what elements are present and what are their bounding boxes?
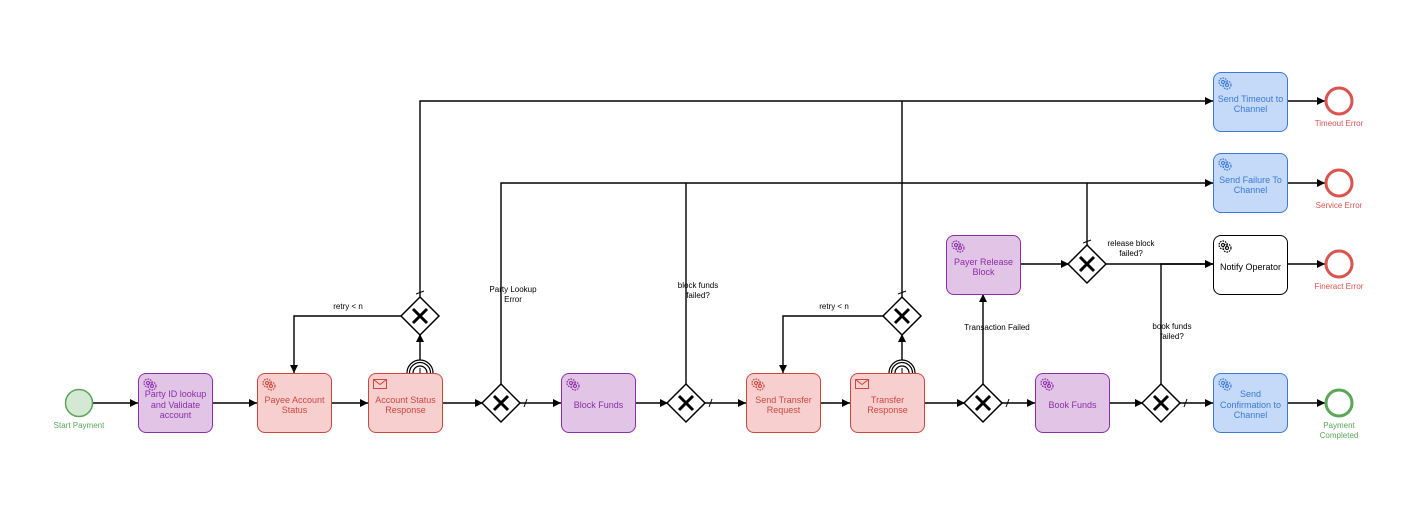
task-label: Payee Account Status (264, 394, 325, 416)
start-event-label: Start Payment (53, 421, 105, 430)
exclusive-gateway-block-funds[interactable] (665, 382, 707, 424)
task-book-funds[interactable]: Book Funds (1035, 373, 1110, 433)
task-account-status-response[interactable]: Account Status Response (368, 373, 443, 433)
flow-label-book-funds-failed: book funds failed? (1152, 322, 1192, 341)
default-marker (523, 398, 528, 408)
default-marker (897, 290, 907, 295)
events (64, 86, 1354, 418)
gateways (399, 243, 1182, 424)
task-label: Send Failure To Channel (1219, 174, 1282, 196)
task-send-confirmation-to-channel[interactable]: Send Confirmation to Channel (1213, 373, 1288, 433)
flow-retry2-to-send-transfer (779, 315, 883, 373)
envelope-icon (373, 379, 387, 389)
service-error-label: Service Error (1315, 201, 1363, 210)
task-send-timeout-to-channel[interactable]: Send Timeout to Channel (1213, 72, 1288, 132)
flow-label-party-lookup-error: Party Lookup Error (489, 285, 537, 304)
gears-icon (1040, 378, 1054, 391)
task-label: Send Confirmation to Channel (1219, 389, 1282, 421)
gears-icon (1218, 77, 1232, 90)
gears-icon (951, 240, 965, 253)
task-label: Notify Operator (1219, 261, 1282, 272)
boundary-timers (406, 359, 916, 387)
timeout-error-label: Timeout Error (1314, 119, 1364, 128)
gears-icon (262, 378, 276, 391)
task-send-transfer-request[interactable]: Send Transfer Request (746, 373, 821, 433)
task-payee-account-status[interactable]: Payee Account Status (257, 373, 332, 433)
task-payer-release-block[interactable]: Payer Release Block (946, 235, 1021, 295)
task-label: Payer Release Block (953, 256, 1014, 278)
flow-retry1-to-send-timeout (419, 97, 1213, 297)
end-event-payment-completed[interactable] (1324, 388, 1354, 418)
task-label: Party ID lookup and Validate account (144, 389, 207, 421)
flow-label-block-funds-failed: block funds failed? (677, 281, 719, 300)
exclusive-gateway-book-funds[interactable] (1140, 382, 1182, 424)
default-marker (1005, 398, 1010, 408)
envelope-icon (855, 379, 869, 389)
exclusive-gateway-party-lookup[interactable] (480, 382, 522, 424)
task-label: Send Transfer Request (755, 394, 812, 416)
flow-retry1-to-payee-status (290, 315, 401, 373)
gears-icon (1218, 378, 1232, 391)
gears-icon (143, 378, 157, 391)
end-event-timeout-error[interactable] (1324, 86, 1354, 116)
task-label: Block Funds (573, 399, 624, 410)
task-label: Account Status Response (375, 394, 436, 416)
flow-label-transaction-failed: Transaction Failed (964, 323, 1030, 332)
default-marker (1183, 398, 1188, 408)
gears-icon (751, 378, 765, 391)
gears-icon (1218, 240, 1232, 253)
payment-completed-label: Payment Completed (1319, 421, 1359, 440)
exclusive-gateway-transaction[interactable] (962, 382, 1004, 424)
flow-label-retry-1: retry < n (333, 302, 363, 311)
flow-label-retry-2: retry < n (819, 302, 849, 311)
start-event[interactable] (64, 388, 94, 418)
gears-icon (566, 378, 580, 391)
flow-party-lookup-error-to-send-failure (500, 179, 1213, 384)
exclusive-gateway-retry-2[interactable] (881, 295, 923, 337)
exclusive-gateway-retry-1[interactable] (399, 295, 441, 337)
task-notify-operator[interactable]: Notify Operator (1213, 235, 1288, 295)
default-flow-markers (415, 239, 1188, 408)
task-party-lookup[interactable]: Party ID lookup and Validate account (138, 373, 213, 433)
fineract-error-label: Fineract Error (1314, 282, 1364, 291)
gears-icon (1218, 158, 1232, 171)
flow-label-release-block-failed: release block failed? (1107, 239, 1155, 258)
end-event-service-error[interactable] (1324, 168, 1354, 198)
task-label: Book Funds (1048, 399, 1097, 410)
task-block-funds[interactable]: Block Funds (561, 373, 636, 433)
default-marker (1082, 239, 1092, 244)
exclusive-gateway-release-block[interactable] (1066, 243, 1108, 285)
task-label: Send Timeout to Channel (1217, 93, 1284, 115)
end-event-fineract-error[interactable] (1324, 249, 1354, 279)
task-send-failure-to-channel[interactable]: Send Failure To Channel (1213, 153, 1288, 213)
task-label: Transfer Response (867, 394, 908, 416)
task-transfer-response[interactable]: Transfer Response (850, 373, 925, 433)
default-marker (415, 290, 425, 295)
default-marker (708, 398, 713, 408)
